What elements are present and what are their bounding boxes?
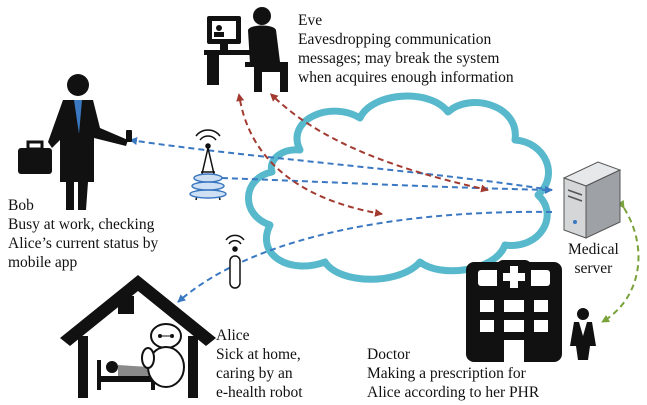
alice-desc-line-1: Sick at home, bbox=[216, 346, 301, 363]
bob-desc-line-2: Alice’s current status by bbox=[8, 235, 159, 252]
server-label-line-2: server bbox=[574, 260, 613, 277]
server-icon bbox=[562, 161, 622, 239]
businessman-icon bbox=[18, 74, 132, 210]
hospital-icon bbox=[466, 260, 562, 362]
bob-name: Bob bbox=[8, 197, 34, 214]
doctor-name: Doctor bbox=[367, 346, 411, 363]
server-label-line-1: Medical bbox=[568, 241, 619, 258]
eve-desc-line-3: when acquires enough information bbox=[298, 69, 514, 86]
link-server-alice bbox=[177, 210, 553, 303]
doctor-desc-line-1: Making a prescription for bbox=[367, 365, 526, 382]
eve-desc-line-1: Eavesdropping communication bbox=[298, 31, 492, 48]
alice-desc-line-3: e-health robot bbox=[216, 384, 303, 401]
bob-desc-line-1: Busy at work, checking bbox=[8, 216, 155, 233]
eve-computer-user-icon bbox=[204, 7, 288, 92]
antenna-icon bbox=[225, 234, 245, 289]
eve-desc-line-2: messages; may break the system bbox=[298, 50, 500, 67]
red-links bbox=[236, 93, 489, 217]
cell-tower-icon bbox=[189, 129, 227, 201]
alice-desc-line-2: caring by an bbox=[216, 365, 293, 382]
green-link bbox=[601, 199, 640, 323]
doctor-desc-line-2: Alice according to her PHR bbox=[367, 384, 540, 401]
doctor-label: Doctor Making a prescription for Alice a… bbox=[367, 345, 539, 402]
eve-name: Eve bbox=[298, 12, 323, 29]
alice-label: Alice Sick at home, caring by an e-healt… bbox=[216, 326, 303, 402]
robot-icon bbox=[141, 323, 185, 388]
eve-label: Eve Eavesdropping communication messages… bbox=[298, 11, 514, 87]
server-label: Medical server bbox=[568, 240, 619, 278]
link-server-bob bbox=[129, 137, 553, 191]
doctor-icon bbox=[570, 308, 596, 360]
bob-label: Bob Busy at work, checking Alice’s curre… bbox=[8, 196, 158, 272]
bob-desc-line-3: mobile app bbox=[8, 254, 78, 271]
alice-name: Alice bbox=[216, 327, 250, 344]
house-icon bbox=[60, 275, 216, 398]
cloud-icon bbox=[245, 92, 552, 283]
link-server-doctor bbox=[601, 199, 640, 323]
